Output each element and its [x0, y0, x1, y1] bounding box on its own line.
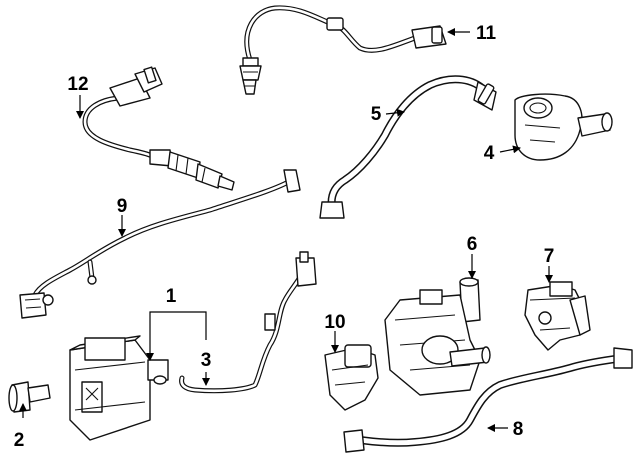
- callout-12: 12: [67, 74, 88, 95]
- callout-3: 3: [201, 350, 212, 371]
- purge-valve[interactable]: [514, 93, 613, 161]
- callout-9: 9: [117, 196, 128, 217]
- return-hose[interactable]: [343, 347, 633, 453]
- callout-2: 2: [14, 430, 25, 451]
- canister-harness[interactable]: [179, 251, 317, 394]
- vapor-hose[interactable]: [319, 75, 497, 219]
- callout-4: 4: [484, 143, 495, 164]
- bracket-sensor[interactable]: [524, 281, 591, 351]
- wiring-harness[interactable]: [19, 169, 301, 319]
- leader-lines: [19, 28, 553, 432]
- hose-fitting[interactable]: [8, 381, 51, 413]
- pressure-sensor[interactable]: [324, 344, 379, 411]
- callout-1: 1: [166, 286, 177, 307]
- oxygen-sensor-lower[interactable]: [82, 66, 235, 191]
- callout-10: 10: [324, 312, 345, 333]
- oxygen-sensor-upper[interactable]: [239, 5, 447, 95]
- callout-7: 7: [544, 246, 555, 267]
- evap-canister[interactable]: [69, 335, 169, 441]
- callout-labels: 1 2 3 4 5 6 7 8 9 10 11 12: [14, 23, 555, 451]
- callout-6: 6: [467, 234, 478, 255]
- callout-8: 8: [513, 419, 524, 440]
- callout-11: 11: [476, 23, 497, 44]
- callout-5: 5: [371, 104, 382, 125]
- leak-detection-pump[interactable]: [384, 277, 491, 396]
